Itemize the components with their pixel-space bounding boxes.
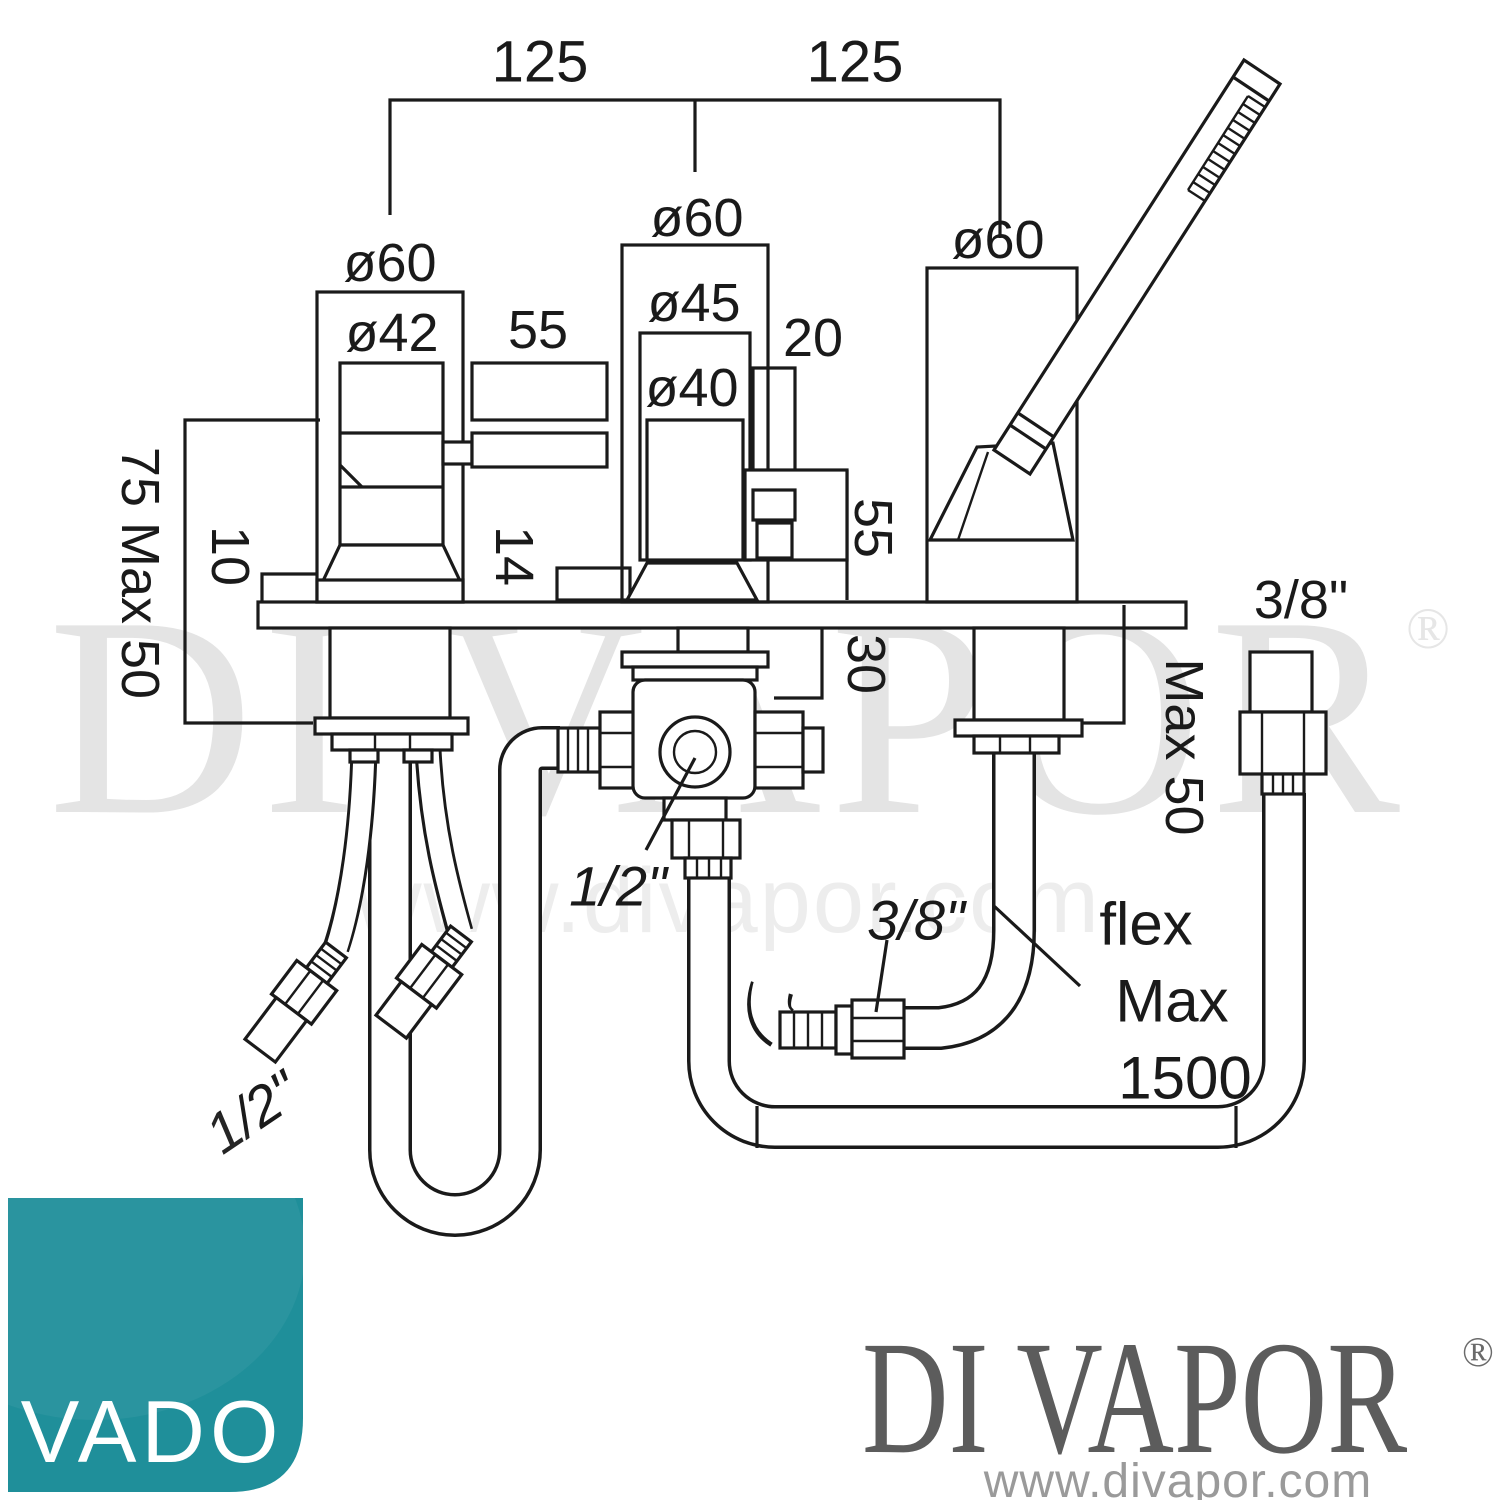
leader-flex <box>992 904 1082 988</box>
label-30: 30 <box>836 634 896 694</box>
left-valve-underdeck <box>313 626 470 764</box>
label-20: 20 <box>783 308 843 368</box>
holder-underdeck <box>953 626 1084 755</box>
right-max50-bracket <box>1078 605 1126 725</box>
leader-lines <box>644 757 1082 1013</box>
right-dia60-extent-box <box>925 266 1079 604</box>
label-12-diverter: 1/2" <box>569 855 669 918</box>
supply-tails <box>242 747 474 1065</box>
vado-logo-square <box>8 1198 303 1492</box>
label-75-max50: 75 Max 50 <box>110 447 170 699</box>
label-flex-max: Max <box>1115 968 1228 1035</box>
spray-face-hatch <box>1186 94 1266 203</box>
footer-brand-text: DI VAPOR <box>862 1308 1407 1488</box>
label-14: 14 <box>484 526 544 586</box>
label-55-lever: 55 <box>508 300 568 360</box>
label-10: 10 <box>200 526 260 586</box>
deck-surface <box>256 600 1188 630</box>
footer-registered-icon: ® <box>1462 1330 1494 1376</box>
footer-brand: DI VAPOR ® www.divapor.com <box>862 1308 1494 1500</box>
mixer-flare <box>319 543 464 585</box>
label-flex: flex <box>1099 891 1192 958</box>
long-flex-hose <box>687 791 1306 1149</box>
spout-flare <box>624 561 760 602</box>
spout-column <box>624 331 849 602</box>
top-dimension-line <box>388 98 1002 238</box>
tail-connector-right <box>373 923 474 1041</box>
leader-three-eighths <box>874 939 889 1013</box>
diverter-knob <box>658 715 732 789</box>
diverter-valve <box>620 626 825 880</box>
footer-url-text: www.divapor.com <box>983 1455 1372 1500</box>
vado-logo: VADO <box>0 1080 305 1492</box>
mixer-baseplate <box>315 578 465 604</box>
dimension-labels: 125 125 ø60 ø60 ø60 ø42 ø45 ø40 55 20 55… <box>110 30 1348 1166</box>
label-dia60-mid: ø60 <box>650 188 743 248</box>
mixer-lever <box>470 431 609 469</box>
label-dia45: ø45 <box>647 273 740 333</box>
vado-logo-text: VADO <box>21 1382 284 1481</box>
label-125-left: 125 <box>492 30 589 95</box>
pipework <box>242 710 1306 1237</box>
label-dia60-right: ø60 <box>951 210 1044 270</box>
spout-20-bracket <box>751 366 797 523</box>
dim14-bracket <box>555 566 632 602</box>
label-38-supply: 3/8" <box>1254 570 1348 630</box>
lever-55-bracket <box>470 361 609 422</box>
label-38-union: 3/8" <box>867 889 967 952</box>
mixer-body <box>338 361 445 547</box>
vado-logo-swoosh <box>0 1080 305 1420</box>
dim30-bracket <box>774 628 824 700</box>
mixer-to-diverter-pipe <box>368 726 564 1237</box>
watermark-registered-icon: ® <box>1406 596 1450 661</box>
label-125-right: 125 <box>807 30 904 95</box>
handshower-hose <box>902 751 1036 1050</box>
hose-union <box>747 979 906 1060</box>
handshower-wand <box>991 57 1283 477</box>
spout-body <box>638 331 752 562</box>
deck-step-10 <box>260 572 318 602</box>
label-55-spout: 55 <box>843 498 903 558</box>
handshower-cradle <box>927 441 1075 542</box>
supply-fitting-38 <box>1238 650 1328 796</box>
label-dia42: ø42 <box>345 303 438 363</box>
label-dia40: ø40 <box>645 358 738 418</box>
label-max50-right: Max 50 <box>1154 658 1214 835</box>
leader-half-inch <box>644 757 697 851</box>
left-height-bracket <box>183 418 320 725</box>
mid-dia60-extent-box <box>620 243 770 604</box>
label-flex-1500: 1500 <box>1118 1045 1251 1112</box>
handshower <box>927 57 1283 542</box>
tail-connector-left <box>242 939 349 1065</box>
label-dia60-left: ø60 <box>343 233 436 293</box>
mixer-valve <box>315 361 609 604</box>
